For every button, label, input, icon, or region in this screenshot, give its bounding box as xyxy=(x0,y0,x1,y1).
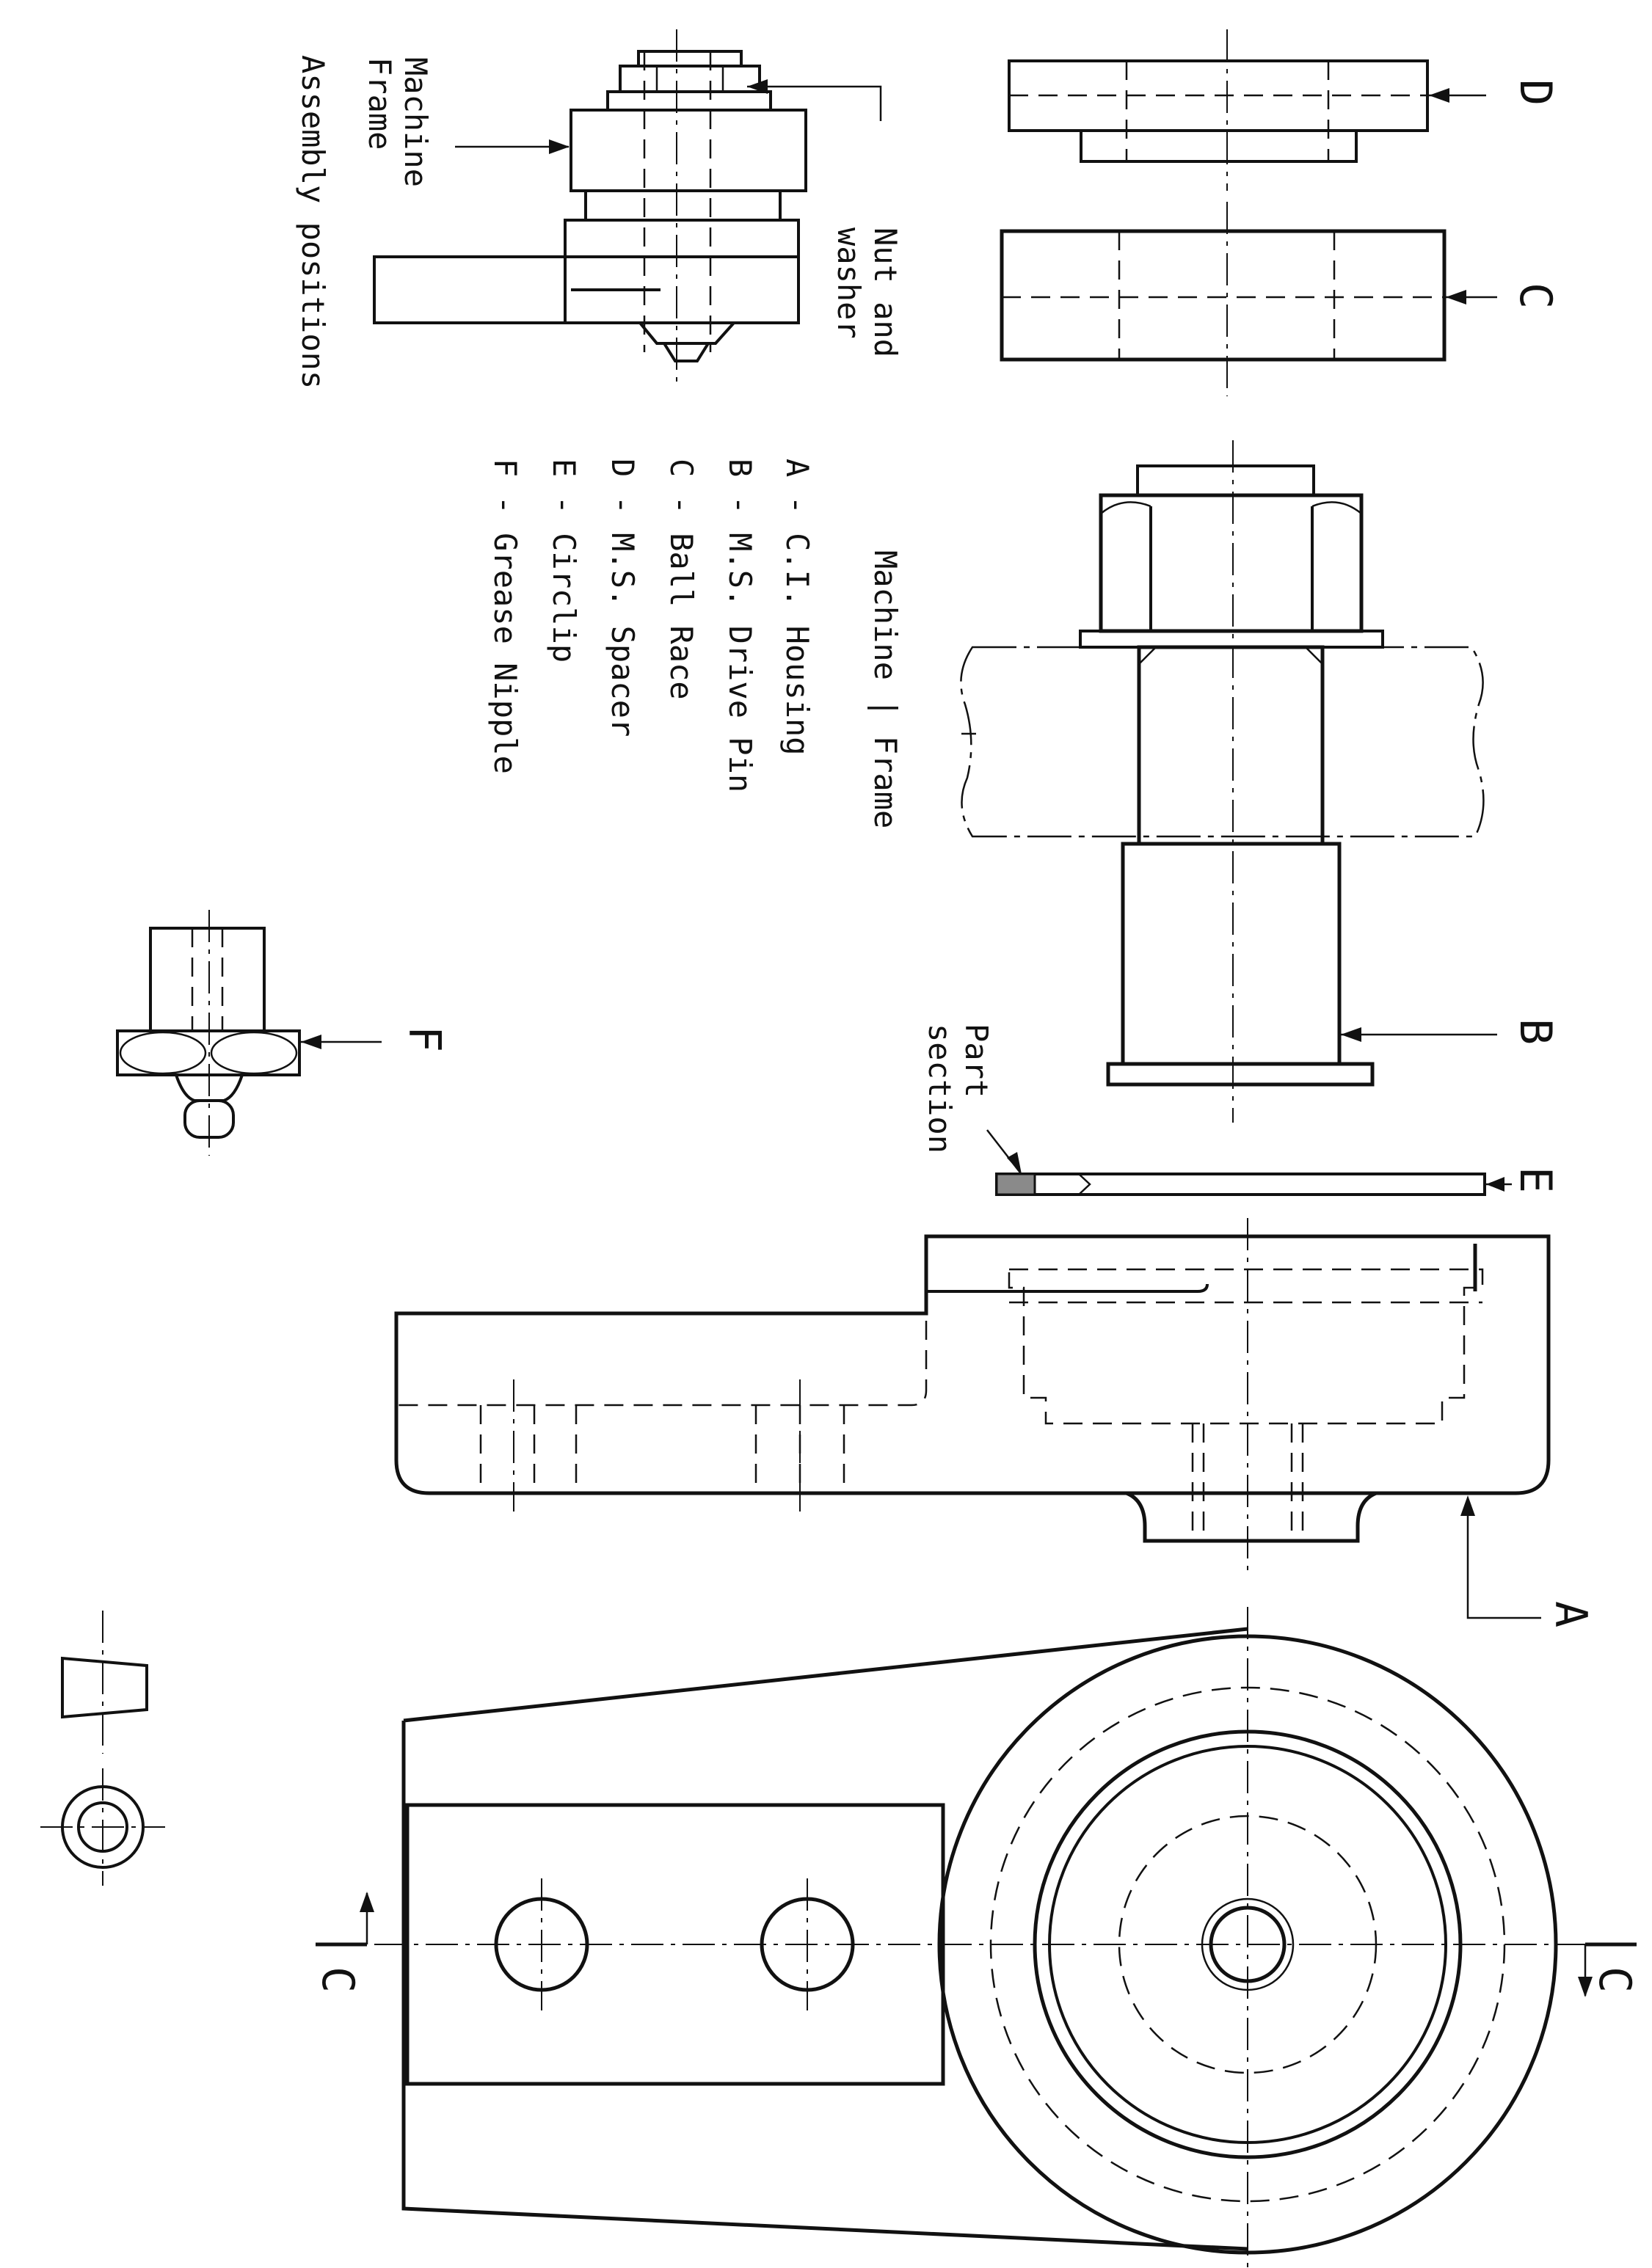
parts-list-item-b: B - M.S. Drive Pin xyxy=(722,459,758,792)
spacer-d: D xyxy=(1008,29,1561,191)
section-mark-left: C xyxy=(312,1966,363,1993)
nut-washer-label-1: Nut and xyxy=(867,227,903,357)
parts-list: A - C.I. Housing B - M.S. Drive Pin C - … xyxy=(487,459,815,792)
assembly-positions-title: Assembly positions xyxy=(295,55,331,389)
machine-frame-label: Machine | Frame xyxy=(867,550,903,828)
assembly-frame-label-2: Frame xyxy=(362,57,398,150)
drive-pin-b: Machine | Frame B xyxy=(867,440,1561,1123)
parts-list-item-a: A - C.I. Housing xyxy=(779,459,815,756)
parts-list-item-c: C - Ball Race xyxy=(663,459,699,700)
assembly-view: Machine Frame Assembly positions Nut and… xyxy=(295,29,903,389)
part-section-label-1: Part xyxy=(958,1024,994,1098)
part-section-label-2: section xyxy=(922,1024,958,1153)
parts-list-item-d: D - M.S. Spacer xyxy=(605,459,641,737)
nipple-detail xyxy=(40,1611,165,1886)
label-f: F xyxy=(399,1026,450,1052)
nut-washer-label-2: washer xyxy=(831,227,867,339)
circlip-e: Part section E xyxy=(922,1024,1561,1196)
parts-list-item-e: E - Circlip xyxy=(546,459,582,663)
grease-nipple-f: F xyxy=(116,910,450,1156)
ball-race-c: C xyxy=(1000,202,1561,396)
parts-list-item-f: F - Grease Nipple xyxy=(487,459,523,774)
housing-a-side-view: A xyxy=(394,1218,1596,1627)
assembly-frame-label-1: Machine xyxy=(398,57,434,187)
label-b: B xyxy=(1510,1018,1561,1045)
label-c: C xyxy=(1510,282,1561,309)
label-d: D xyxy=(1510,79,1561,106)
housing-a-plan-view: C C xyxy=(312,1607,1640,2267)
label-a: A xyxy=(1545,1601,1596,1627)
label-e: E xyxy=(1510,1167,1561,1193)
section-mark-right: C xyxy=(1589,1966,1640,1993)
